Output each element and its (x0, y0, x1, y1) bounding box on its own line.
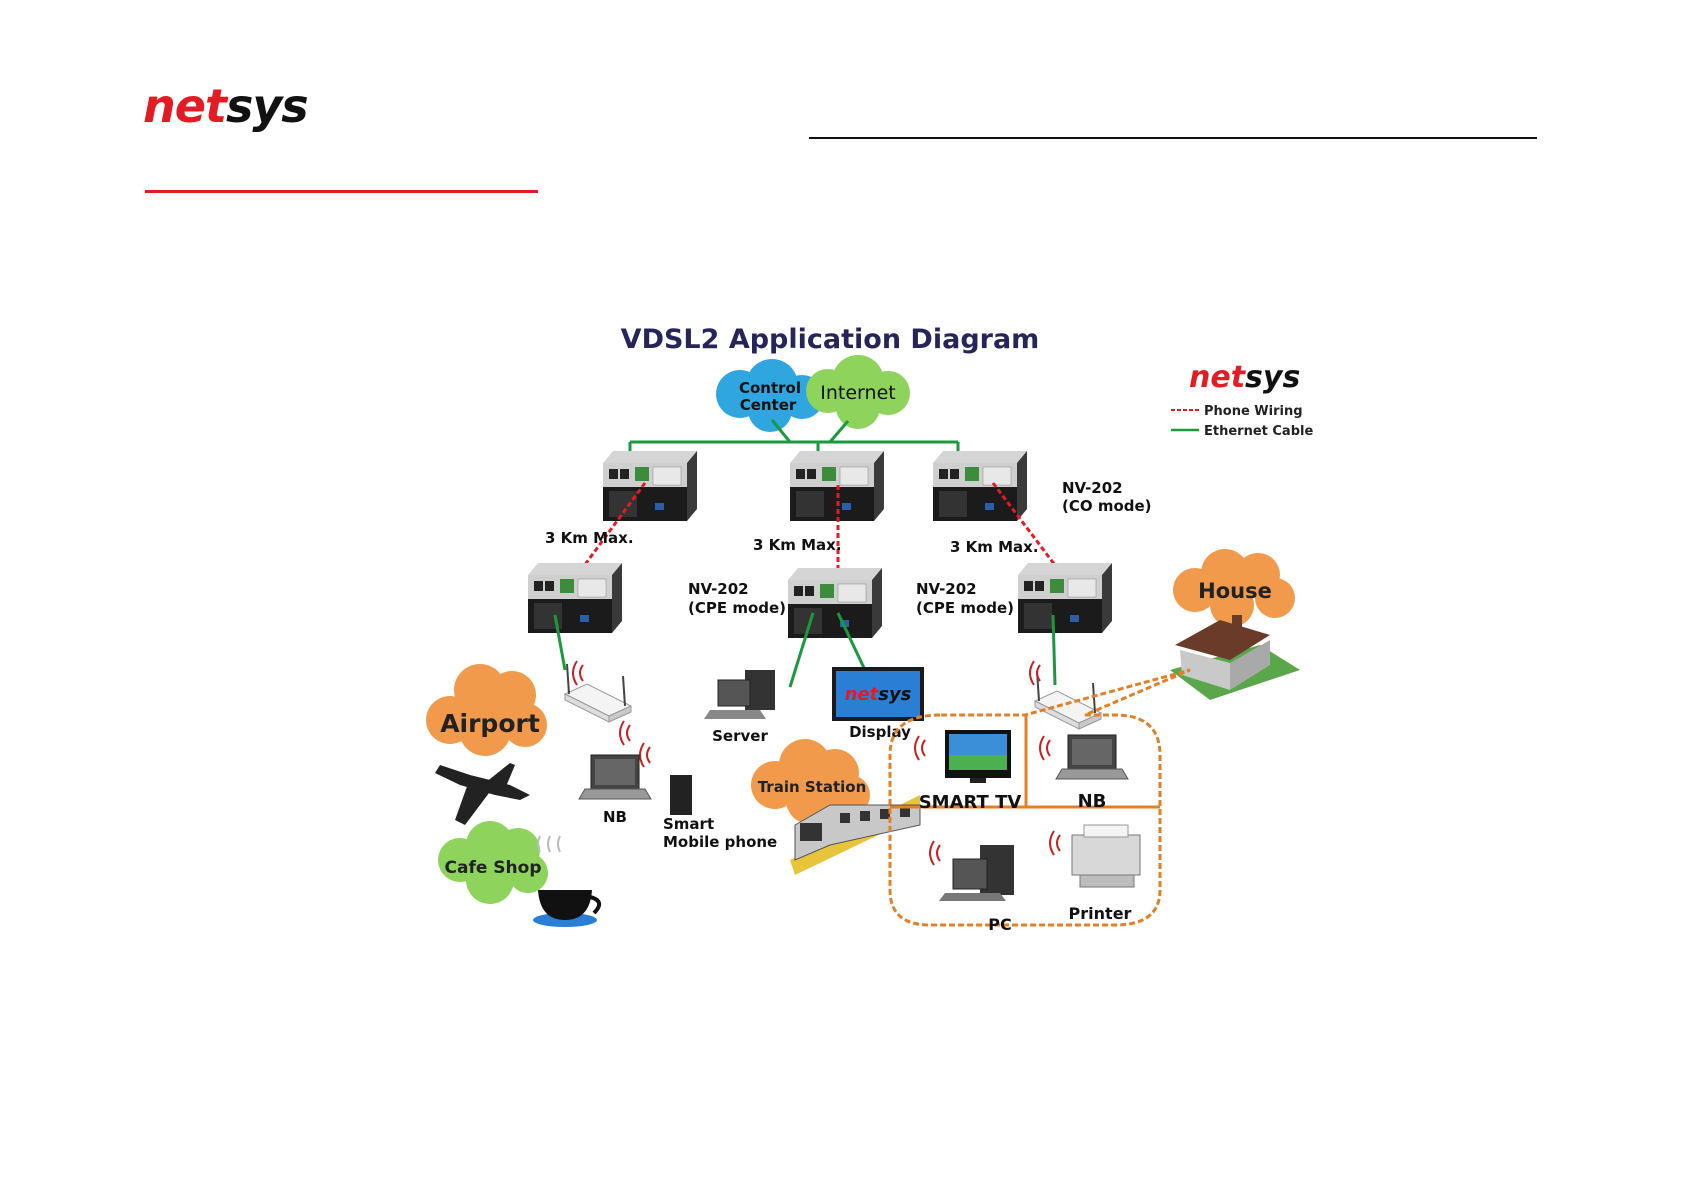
cpe-device-2 (788, 568, 882, 638)
distance-label-1: 3 Km Max. (545, 529, 634, 547)
smart-phone-label-2: Mobile phone (663, 833, 777, 851)
airport-label: Airport (440, 709, 540, 738)
nb-left-label: NB (603, 808, 627, 826)
wifi-waves-1 (573, 661, 583, 685)
cpe-device-1 (528, 563, 622, 633)
cpe-model-label-2: NV-202 (916, 580, 977, 598)
internet-label: Internet (820, 382, 895, 404)
wifi-waves-pc (930, 841, 940, 865)
display-icon: netsys (832, 667, 924, 721)
house-icon (1170, 615, 1300, 700)
wifi-waves-printer (1050, 831, 1060, 855)
smart-tv-icon (945, 730, 1011, 783)
train-station-label: Train Station (758, 778, 867, 796)
control-center-label-2: Center (740, 396, 797, 414)
printer-icon (1072, 825, 1140, 887)
legend-phone-wiring: Phone Wiring (1204, 404, 1303, 419)
cpe-device-3 (1018, 563, 1112, 633)
pc-label: PC (988, 915, 1011, 934)
server-label: Server (712, 727, 768, 745)
diagram-logo: netsys (1189, 360, 1300, 395)
diagram-logo-net: net (1189, 360, 1247, 395)
pc-icon (939, 845, 1014, 901)
diagram-logo-sys: sys (1245, 360, 1300, 395)
cpe-model-label-1: NV-202 (688, 580, 749, 598)
cpe-mode-label-1: (CPE mode) (688, 599, 786, 617)
header-rule-black (809, 137, 1537, 139)
co-model-label: NV-202 (1062, 479, 1123, 497)
airport-cloud: Airport (426, 664, 547, 756)
house-label: House (1198, 579, 1272, 603)
airplane-icon (435, 763, 530, 825)
header-rule-red (145, 190, 538, 193)
cpe-mode-label-2: (CPE mode) (916, 599, 1014, 617)
legend: Phone Wiring Ethernet Cable (1171, 404, 1313, 439)
internet-cloud: Internet (806, 355, 910, 429)
router-left (565, 664, 631, 722)
server-icon (704, 670, 775, 719)
distance-label-3: 3 Km Max. (950, 538, 1039, 556)
co-mode-label: (CO mode) (1062, 497, 1152, 515)
wifi-waves-2 (620, 721, 630, 745)
legend-ethernet-cable: Ethernet Cable (1204, 424, 1313, 439)
wifi-waves-nb (1040, 736, 1050, 760)
logo-sys-text: sys (226, 79, 308, 133)
control-center-label-1: Control (739, 379, 801, 397)
wifi-waves-3 (640, 743, 650, 767)
wifi-waves-tv (915, 736, 925, 760)
netsys-logo: netsys (143, 83, 308, 129)
display-logo-net: net (845, 684, 880, 705)
diagram-title: VDSL2 Application Diagram (621, 324, 1040, 355)
logo-net-text: net (143, 79, 226, 133)
vdsl2-application-diagram: VDSL2 Application Diagram netsys Phone W… (400, 315, 1335, 980)
printer-label: Printer (1069, 904, 1132, 923)
display-logo-sys: sys (878, 684, 911, 705)
smart-phone-icon (670, 775, 692, 815)
co-device-1 (603, 451, 697, 521)
display-logo: netsys (845, 684, 912, 705)
smart-phone-label-1: Smart (663, 815, 714, 833)
cafe-shop-cloud: Cafe Shop (438, 821, 548, 904)
router-right (1035, 671, 1101, 729)
nb-house-icon (1056, 735, 1128, 779)
distance-label-2: 3 Km Max. (753, 536, 842, 554)
nb-house-label: NB (1078, 791, 1107, 812)
smart-tv-label: SMART TV (919, 792, 1022, 813)
cafe-shop-label: Cafe Shop (445, 858, 542, 878)
